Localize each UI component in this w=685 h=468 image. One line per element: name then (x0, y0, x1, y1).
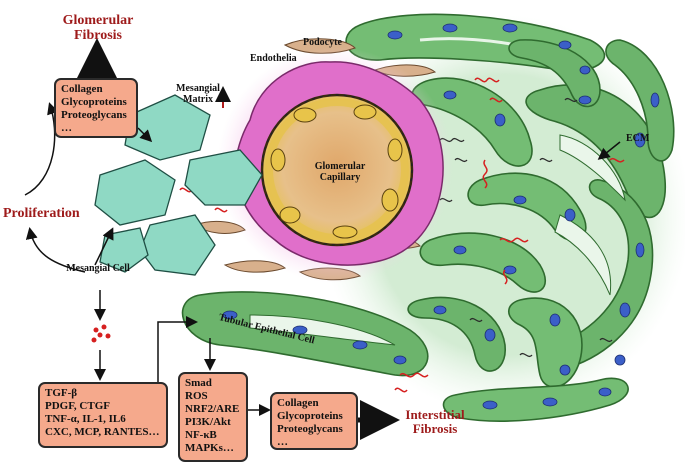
box-item: PI3K/Akt (185, 415, 231, 428)
box-item: TNF-α, IL-1, IL6 (45, 412, 126, 425)
interstitial-fibrosis-label: Interstitial Fibrosis (405, 407, 465, 436)
box-item: PDGF, CTGF (45, 399, 110, 412)
proliferation-label: Proliferation (3, 206, 80, 221)
tubule (419, 232, 547, 293)
endothelial-cells (270, 104, 403, 239)
box-item: … (277, 435, 288, 448)
box-item: ROS (185, 389, 208, 402)
tubule-lumens (249, 134, 626, 346)
box-item: Proteoglycans (61, 108, 127, 121)
tubule (508, 39, 601, 108)
box-item: … (61, 121, 72, 134)
cytokines-box: TGF-β PDGF, CTGF TNF-α, IL-1, IL6 CXC, M… (38, 382, 168, 448)
tubule (407, 296, 506, 372)
cytokine-dots (91, 324, 111, 343)
nuclei (222, 23, 660, 410)
tubule (442, 377, 629, 422)
podocyte-label: Podocyte (303, 37, 342, 48)
tubule (605, 39, 675, 162)
box-item: NRF2/ARE (185, 402, 240, 415)
box-item: Glycoproteins (61, 95, 127, 108)
box-item: Collagen (61, 83, 103, 95)
tubule-group (181, 13, 675, 422)
matrix-components-box: Collagen Glycoproteins Proteoglycans … (54, 78, 138, 138)
glomerular-capillary-label: Glomerular Capillary (314, 161, 366, 183)
box-item: NF-κB (185, 428, 217, 441)
tubule (507, 297, 583, 388)
arrows (24, 38, 621, 440)
mesangial-cell-label: Mesangial Cell (66, 263, 130, 274)
endothelia-label: Endothelia (250, 53, 297, 64)
box-item: CXC, MCP, RANTES… (45, 425, 160, 438)
box-item: MAPKs… (185, 441, 234, 454)
box-item: Glycoproteins (277, 409, 343, 422)
endothelial-ring (265, 98, 409, 242)
interstitial-components-box: Collagen Glycoproteins Proteoglycans … (270, 392, 358, 450)
box-item: Collagen (277, 397, 319, 409)
glomerular-fibrosis-label: Glomerular Fibrosis (62, 13, 134, 43)
box-item: Proteoglycans (277, 422, 343, 435)
mesangial-matrix-label: Mesangial Matrix (176, 83, 220, 105)
ecm-label: ECM (626, 133, 650, 144)
box-item: Smad (185, 377, 212, 389)
box-item: TGF-β (45, 387, 78, 399)
signaling-box: Smad ROS NRF2/ARE PI3K/Akt NF-κB MAPKs… (178, 372, 248, 462)
